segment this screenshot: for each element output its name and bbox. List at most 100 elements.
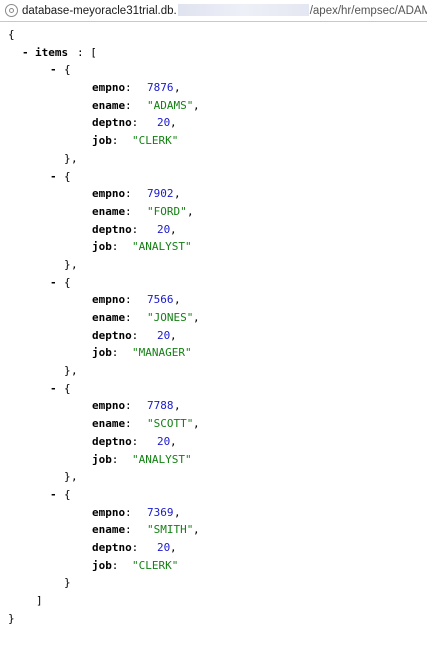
item-open-line: -{ (0, 486, 427, 504)
field-comma: , (174, 187, 181, 201)
field-value-deptno: 20 (157, 328, 171, 342)
field-comma: , (174, 293, 181, 307)
field-value-ename: "ADAMS" (147, 98, 194, 112)
address-url[interactable]: database-meyoracle31trial.db./apex/hr/em… (22, 3, 427, 19)
field-colon: : (125, 81, 132, 95)
item-field-line: deptno:20, (0, 114, 427, 132)
field-key-deptno: deptno (92, 434, 132, 448)
item-collapse-toggle[interactable]: - (50, 487, 57, 501)
field-value-empno: 7566 (147, 293, 174, 307)
list-item: -{empno:7788,ename:"SCOTT",deptno:20,job… (0, 380, 427, 486)
item-open-brace: { (64, 381, 71, 395)
field-value-deptno: 20 (157, 116, 171, 130)
field-colon: : (131, 328, 139, 342)
items-key: items (35, 45, 69, 59)
items-open-bracket: : [ (77, 45, 97, 59)
item-open-line: -{ (0, 380, 427, 398)
item-collapse-toggle[interactable]: - (50, 275, 57, 289)
item-comma: , (71, 470, 78, 484)
field-key-deptno: deptno (92, 222, 132, 236)
field-comma: , (187, 204, 194, 218)
field-value-deptno: 20 (157, 434, 171, 448)
item-collapse-toggle[interactable]: - (50, 169, 57, 183)
field-key-deptno: deptno (92, 116, 132, 130)
item-field-line: job:"ANALYST" (0, 451, 427, 469)
item-field-line: job:"CLERK" (0, 132, 427, 150)
field-value-empno: 7369 (147, 505, 174, 519)
json-root-open-brace: { (8, 28, 15, 41)
field-colon: : (111, 134, 119, 148)
list-item: -{empno:7369,ename:"SMITH",deptno:20,job… (0, 486, 427, 592)
field-comma: , (174, 81, 181, 95)
json-root-close-brace: } (8, 611, 15, 625)
item-close-brace: } (64, 257, 71, 271)
field-value-job: "ANALYST" (132, 452, 192, 466)
item-field-line: empno:7566, (0, 291, 427, 309)
field-value-empno: 7788 (147, 399, 174, 413)
item-field-line: empno:7902, (0, 185, 427, 203)
item-comma: , (71, 364, 78, 378)
field-key-ename: ename (92, 204, 126, 218)
items-list: -{empno:7876,ename:"ADAMS",deptno:20,job… (0, 61, 427, 592)
item-open-line: -{ (0, 168, 427, 186)
field-comma: , (174, 399, 181, 413)
field-colon: : (125, 505, 132, 519)
item-open-line: -{ (0, 61, 427, 79)
field-comma: , (193, 98, 200, 112)
field-comma: , (193, 523, 200, 537)
field-colon: : (131, 116, 139, 130)
field-comma: , (170, 328, 177, 342)
field-colon: : (125, 293, 132, 307)
field-key-empno: empno (92, 399, 126, 413)
items-collapse-toggle[interactable]: - (22, 45, 29, 59)
field-key-empno: empno (92, 81, 126, 95)
field-key-job: job (92, 558, 112, 572)
item-close-brace: } (64, 151, 71, 165)
field-value-job: "CLERK" (132, 134, 179, 148)
field-comma: , (170, 222, 177, 236)
field-colon: : (111, 452, 119, 466)
field-colon: : (125, 399, 132, 413)
field-colon: : (125, 204, 132, 218)
field-value-deptno: 20 (157, 540, 171, 554)
field-value-deptno: 20 (157, 222, 171, 236)
item-field-line: empno: 7788, (0, 397, 427, 415)
item-collapse-toggle[interactable]: - (50, 381, 57, 395)
item-field-line: ename:"JONES", (0, 309, 427, 327)
item-field-line: ename:"FORD", (0, 203, 427, 221)
field-colon: : (125, 98, 132, 112)
item-comma: , (71, 257, 78, 271)
item-field-line: job:"CLERK" (0, 557, 427, 575)
item-close-line: }, (0, 150, 427, 168)
item-open-brace: { (64, 63, 71, 77)
item-field-line: deptno: 20, (0, 221, 427, 239)
item-close-brace: } (64, 364, 71, 378)
item-close-line: }, (0, 256, 427, 274)
item-field-line: job:"MANAGER" (0, 344, 427, 362)
field-colon: : (131, 222, 139, 236)
field-colon: : (125, 187, 132, 201)
item-field-line: ename:"ADAMS", (0, 97, 427, 115)
item-field-line: empno: 7876, (0, 79, 427, 97)
list-item: -{empno:7876,ename:"ADAMS",deptno:20,job… (0, 61, 427, 167)
item-open-brace: { (64, 487, 71, 501)
field-comma: , (170, 434, 177, 448)
item-field-line: deptno: 20, (0, 327, 427, 345)
item-collapse-toggle[interactable]: - (50, 63, 57, 77)
item-open-line: -{ (0, 274, 427, 292)
field-value-empno: 7876 (147, 81, 174, 95)
field-key-job: job (92, 240, 112, 254)
field-colon: : (111, 558, 119, 572)
item-field-line: ename:"SMITH", (0, 521, 427, 539)
item-field-line: ename:"SCOTT", (0, 415, 427, 433)
item-close-line: } (0, 574, 427, 592)
url-host: database-meyoracle31trial.db. (22, 5, 177, 17)
item-field-line: deptno:20, (0, 539, 427, 557)
field-comma: , (174, 505, 181, 519)
field-value-ename: "SMITH" (147, 523, 194, 537)
field-key-deptno: deptno (92, 328, 132, 342)
item-close-brace: } (64, 576, 71, 590)
item-field-line: job:"ANALYST" (0, 238, 427, 256)
field-colon: : (131, 540, 139, 554)
address-bar[interactable]: database-meyoracle31trial.db./apex/hr/em… (0, 0, 427, 22)
